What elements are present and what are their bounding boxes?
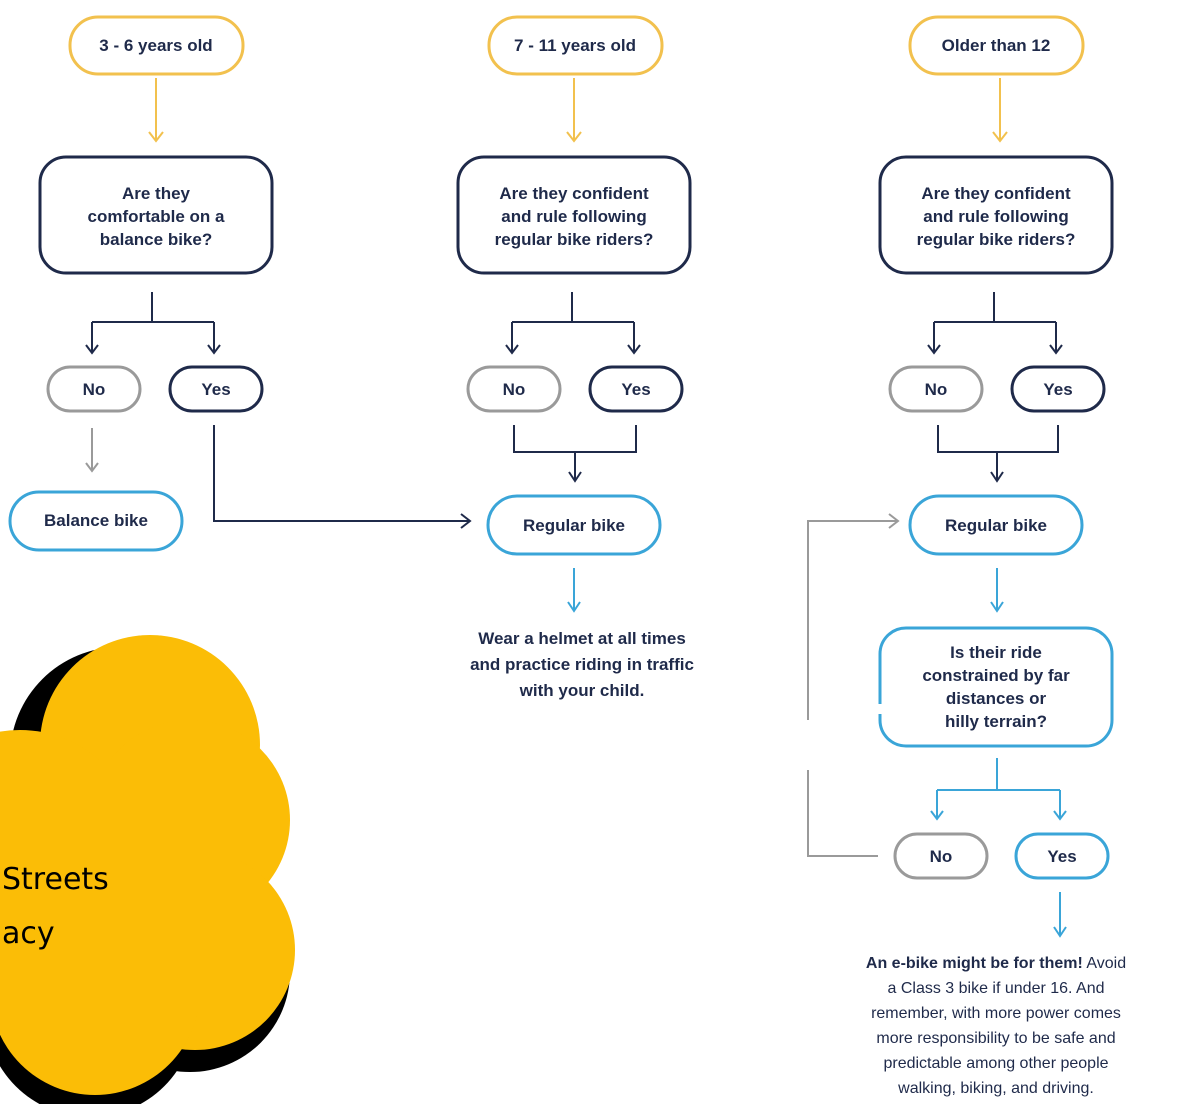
yes-pill — [1010, 365, 1106, 413]
ebike-line-3: remember, with more power comes — [871, 1005, 1121, 1022]
split-connector — [511, 292, 635, 352]
question-box — [38, 155, 274, 275]
yes-label: Yes — [201, 380, 230, 399]
ebike-line-2: a Class 3 bike if under 16. And — [887, 980, 1104, 997]
ebike-arrow — [1053, 892, 1067, 938]
question-box — [456, 155, 692, 275]
column-3-6: 3 - 6 years old Are they comfortable on … — [8, 15, 472, 552]
question2-line-4: hilly terrain? — [945, 712, 1047, 731]
yes-label: Yes — [621, 380, 650, 399]
no-label: No — [503, 380, 526, 399]
question-line-3: regular bike riders? — [495, 230, 654, 249]
border-gap — [874, 704, 888, 714]
ebike-line-4: more responsibility to be safe and — [876, 1030, 1115, 1047]
question2-line-3: distances or — [946, 689, 1047, 708]
advice-line-1: Wear a helmet at all times — [478, 629, 686, 648]
cloud-line-2: acy — [2, 916, 55, 951]
split-arrow-heads — [85, 344, 221, 355]
no-pill — [46, 365, 142, 413]
column-older-12: Older than 12 Are they confident and rul… — [807, 15, 1126, 1097]
balance-bike-pill — [8, 490, 184, 552]
merge-connector — [513, 425, 637, 483]
column-7-11: 7 - 11 years old Are they confident and … — [456, 15, 694, 700]
split-connector — [933, 292, 1057, 352]
merge-connector — [937, 425, 1059, 483]
yes2-pill — [1014, 832, 1110, 880]
question-box — [878, 155, 1114, 275]
no-label: No — [925, 380, 948, 399]
no-label: No — [83, 380, 106, 399]
no2-label: No — [930, 847, 953, 866]
question-line-3: regular bike riders? — [917, 230, 1076, 249]
balance-bike-label: Balance bike — [44, 511, 148, 530]
no-pill — [466, 365, 562, 413]
age-pill-older-12 — [908, 15, 1085, 76]
yes-to-regular-connector — [213, 425, 470, 522]
advice-line-2: and practice riding in traffic — [470, 655, 694, 674]
yes-pill — [168, 365, 264, 413]
no-arrow — [85, 428, 99, 473]
ebike-line-6: walking, biking, and driving. — [897, 1080, 1094, 1097]
split-arrow-heads — [927, 344, 1063, 355]
arrow — [566, 78, 582, 143]
question-line-2: comfortable on a — [88, 207, 226, 226]
cloud-callout: Streets acy — [0, 635, 295, 1104]
ebike-line-1: An e-bike might be for them! Avoid — [866, 955, 1126, 972]
advice-arrow — [567, 568, 581, 613]
question-line-1: Are they confident — [921, 184, 1071, 203]
ebike-lead: An e-bike might be for them! — [866, 955, 1083, 972]
regular-bike-label: Regular bike — [945, 516, 1047, 535]
age-pill-7-11 — [487, 15, 664, 76]
yes-label: Yes — [1043, 380, 1072, 399]
arrow — [990, 568, 1004, 613]
age-label: Older than 12 — [942, 36, 1051, 55]
question-line-2: and rule following — [501, 207, 646, 226]
cloud-line-1: Streets — [2, 862, 109, 897]
ebike-line-5: predictable among other people — [883, 1055, 1108, 1072]
no-loop-arrow-head — [888, 513, 900, 529]
question2-line-1: Is their ride — [950, 643, 1042, 662]
question-line-3: balance bike? — [100, 230, 212, 249]
constraint-question-box — [878, 626, 1114, 748]
split-connector — [91, 292, 215, 352]
yes-to-regular-arrow-head — [460, 513, 472, 529]
ebike-lead-rest: Avoid — [1083, 955, 1126, 972]
arrow-head — [148, 131, 164, 143]
no-loop-connector — [807, 520, 898, 857]
split-arrow-heads — [505, 344, 641, 355]
split-arrow-heads-2 — [930, 810, 1067, 821]
cloud-body — [0, 635, 295, 1095]
regular-bike-label: Regular bike — [523, 516, 625, 535]
no-pill — [888, 365, 984, 413]
regular-bike-pill — [908, 494, 1084, 556]
age-label: 3 - 6 years old — [99, 36, 212, 55]
split-connector-2 — [936, 758, 1061, 818]
regular-bike-pill — [486, 494, 662, 556]
question-line-1: Are they — [122, 184, 191, 203]
advice-line-3: with your child. — [519, 681, 645, 700]
question-line-1: Are they confident — [499, 184, 649, 203]
age-label: 7 - 11 years old — [514, 36, 636, 55]
question2-line-2: constrained by far — [922, 666, 1070, 685]
age-pill-3-6 — [68, 15, 245, 76]
yes2-label: Yes — [1047, 847, 1076, 866]
question-line-2: and rule following — [923, 207, 1068, 226]
no2-pill — [893, 832, 989, 880]
arrow — [992, 78, 1008, 143]
yes-pill — [588, 365, 684, 413]
